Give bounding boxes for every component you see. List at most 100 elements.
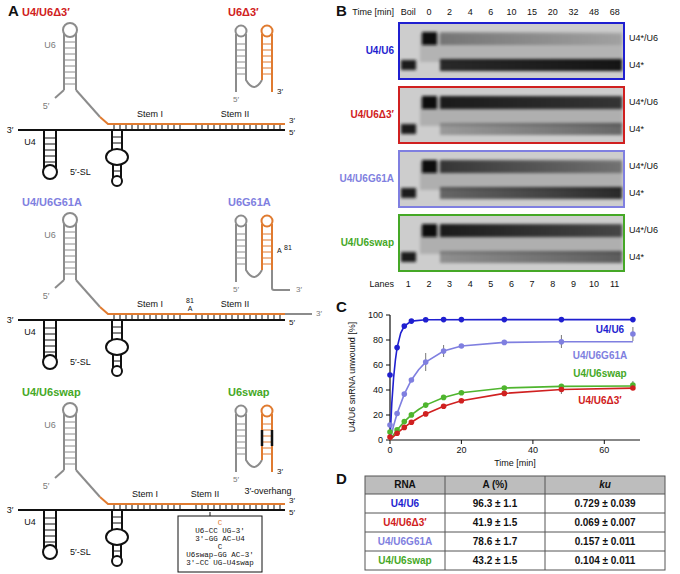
end-label: 5′: [233, 96, 239, 104]
strand-label: U4: [24, 138, 36, 147]
panel-letter: B: [336, 3, 347, 18]
table-cell: 0.729 ± 0.039: [574, 499, 635, 509]
lane-label: 2: [447, 8, 452, 17]
axis-title: U4/U6 snRNA unwound [%]: [348, 322, 357, 433]
sequence-text: C: [218, 520, 223, 528]
lane-label: 11: [610, 280, 619, 289]
axis-line: [390, 315, 640, 440]
region-label: Stem II: [191, 490, 220, 499]
table-cell: 43.2 ± 1.5: [473, 556, 517, 566]
fit-curve: [390, 320, 633, 440]
region-label: A: [277, 247, 282, 254]
tick-label: 80: [373, 336, 383, 345]
data-points: [387, 331, 636, 428]
lane-label: 5: [488, 280, 493, 289]
panel-letter: C: [336, 299, 347, 314]
fit-curve: [390, 386, 633, 440]
region-label: 5′-SL: [70, 168, 91, 177]
table-cell: ku: [599, 480, 611, 490]
gel-box: U4/U6: [398, 22, 625, 80]
curve-label: U4/U6Δ3′: [578, 396, 622, 406]
table-cell: 41.9 ± 1.5: [473, 518, 517, 528]
sequence-text: C: [218, 544, 223, 552]
region-label: Stem I: [137, 300, 163, 309]
error-bar: [426, 327, 633, 394]
tick-label: 100: [368, 311, 383, 320]
lane-label: 6: [488, 8, 493, 17]
region-label: 5′-SL: [70, 358, 91, 367]
data-points: [387, 382, 636, 435]
table-header: [365, 476, 665, 494]
band-label: U4*: [629, 61, 644, 70]
kinetics-chart: [386, 315, 640, 444]
rna-structure: [236, 406, 273, 473]
end-label: 3′: [296, 286, 302, 294]
construct-name: U4/U6Δ3′: [351, 110, 395, 120]
region-label: Stem I: [132, 490, 158, 499]
strand-label: U6: [44, 421, 56, 430]
construct-title: U4/U6swap: [22, 387, 81, 398]
table-cell: A (%): [482, 480, 507, 490]
end-label: 5′: [233, 286, 239, 294]
curve-label: U4/U6swap: [573, 369, 626, 379]
rna-strand: [272, 270, 290, 290]
panel-letter: A: [8, 3, 19, 18]
strand-label: U4: [24, 518, 36, 527]
end-label: 3′: [7, 316, 14, 325]
end-label: 5′: [289, 509, 295, 517]
region-label: A: [188, 305, 193, 312]
rna-structure: [18, 23, 285, 186]
sequence-text: 3′–GG AC–U4: [195, 536, 245, 544]
construct-title: U4/U6Δ3′: [22, 7, 70, 18]
end-label: 3′: [277, 468, 283, 476]
lane-label: 48: [589, 8, 599, 17]
rna-structure: [18, 213, 285, 376]
sequence-text: U6–CC UG–3′: [195, 528, 245, 536]
panel-letter: D: [336, 471, 347, 486]
tick-label: 60: [373, 361, 383, 370]
band-label: U4*/U6: [629, 98, 658, 107]
region-label: Stem II: [221, 300, 250, 309]
lane-label: 68: [610, 8, 620, 17]
region-label: 81: [186, 297, 194, 304]
rna-strand: [271, 80, 273, 92]
lane-label: 6: [509, 280, 514, 289]
band-label: U4*/U6: [629, 226, 658, 235]
axis-title: Lanes: [369, 280, 394, 289]
table-cell: U4/U6Δ3′: [383, 518, 427, 528]
lane-label: 8: [550, 280, 555, 289]
lane-label: 0: [426, 8, 431, 17]
strand-label: U6: [44, 41, 56, 50]
band-label: U4*/U6: [629, 34, 658, 43]
band-label: U4*: [629, 189, 644, 198]
lane-label: Boil: [401, 8, 416, 17]
lane-label: 7: [530, 280, 535, 289]
rna-strand: [285, 313, 312, 315]
fit-curve: [390, 342, 633, 440]
end-label: 5′: [43, 482, 50, 491]
sequence-text: U6swap–GG AC–3′: [186, 552, 254, 560]
axis-title: Time [min]: [494, 459, 536, 468]
band-label: U4*: [629, 125, 644, 134]
tick-label: 0: [387, 446, 392, 455]
strand-label: U6: [44, 231, 56, 240]
table-grid: [365, 476, 665, 570]
table-cell: U4/U6G61A: [378, 537, 432, 547]
gel-image: [398, 22, 625, 80]
table-cell: 0.104 ± 0.011: [575, 556, 636, 566]
lane-label: 3: [447, 280, 452, 289]
end-label: 5′: [233, 476, 239, 484]
gel-image: [398, 86, 625, 144]
gel-box: U4/U6swap: [398, 214, 625, 272]
fit-curve: [390, 388, 633, 440]
lane-label: 2: [426, 280, 431, 289]
construct-name: U4/U6G61A: [340, 174, 394, 184]
axis-title: Time [min]: [352, 8, 394, 17]
lane-label: 20: [548, 8, 558, 17]
table-cell: 0.157 ± 0.011: [575, 537, 636, 547]
data-points: [387, 385, 636, 440]
rna-strand: [271, 460, 273, 472]
table-cell: U4/U6swap: [378, 556, 431, 566]
construct-name: U4/U6: [366, 46, 394, 56]
strand-label: U4: [24, 328, 36, 337]
